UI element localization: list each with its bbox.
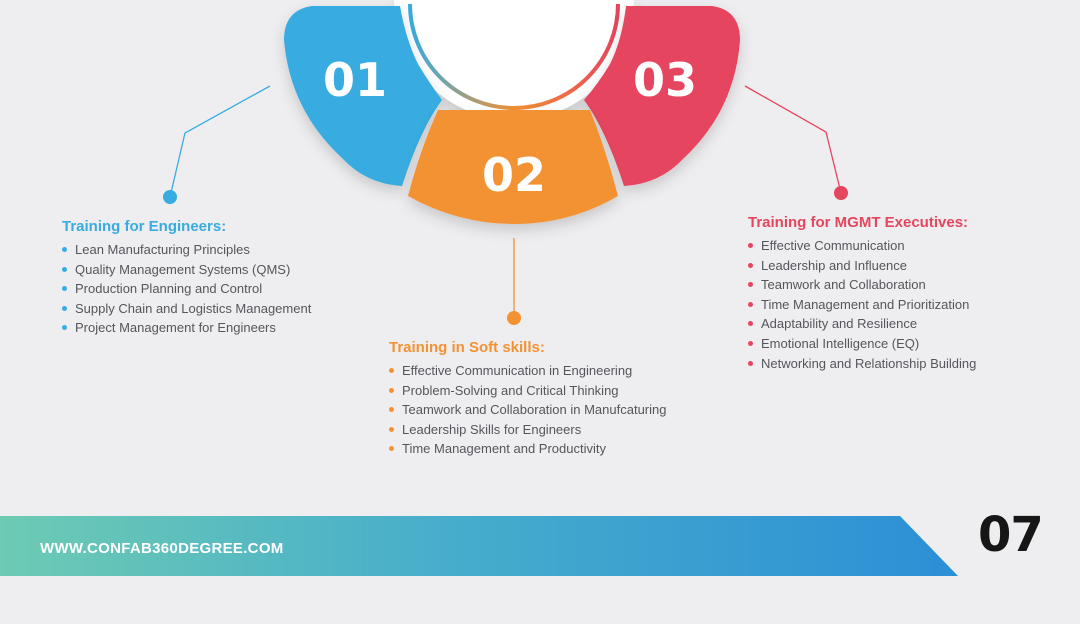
list-item: Production Planning and Control bbox=[62, 279, 311, 299]
section-mgmt-executives-title: Training for MGMT Executives: bbox=[748, 214, 969, 231]
section-engineers-title: Training for Engineers: bbox=[62, 218, 227, 235]
list-item: Networking and Relationship Building bbox=[748, 354, 976, 374]
list-item: Leadership and Influence bbox=[748, 256, 976, 276]
section-soft-skills-list: Effective Communication in Engineering P… bbox=[389, 361, 666, 459]
list-item: Quality Management Systems (QMS) bbox=[62, 260, 311, 280]
list-item: Teamwork and Collaboration in Manufcatur… bbox=[389, 400, 666, 420]
list-item: Effective Communication bbox=[748, 236, 976, 256]
section-mgmt-executives: Training for MGMT Executives: Effective … bbox=[748, 214, 976, 373]
section-engineers: Training for Engineers: Lean Manufacturi… bbox=[62, 218, 311, 338]
footer-band bbox=[0, 516, 958, 576]
connector-dot-03 bbox=[834, 186, 848, 200]
list-item: Lean Manufacturing Principles bbox=[62, 240, 311, 260]
footer-website-url[interactable]: WWW.CONFAB360DEGREE.COM bbox=[40, 540, 284, 557]
segment-01-number: 01 bbox=[323, 53, 387, 107]
connector-dot-01 bbox=[163, 190, 177, 204]
list-item: Time Management and Productivity bbox=[389, 439, 666, 459]
section-soft-skills: Training in Soft skills: Effective Commu… bbox=[389, 339, 666, 459]
page-number: 07 bbox=[978, 507, 1044, 563]
list-item: Supply Chain and Logistics Management bbox=[62, 299, 311, 319]
connector-line-01 bbox=[169, 85, 271, 198]
list-item: Time Management and Prioritization bbox=[748, 295, 976, 315]
section-engineers-list: Lean Manufacturing Principles Quality Ma… bbox=[62, 240, 311, 338]
connector-line-03 bbox=[744, 85, 842, 194]
list-item: Teamwork and Collaboration bbox=[748, 275, 976, 295]
inner-gradient-ring bbox=[408, 3, 620, 110]
segment-01-shape bbox=[284, 6, 442, 186]
section-soft-skills-title: Training in Soft skills: bbox=[389, 339, 545, 356]
list-item: Project Management for Engineers bbox=[62, 318, 311, 338]
list-item: Problem-Solving and Critical Thinking bbox=[389, 381, 666, 401]
list-item: Effective Communication in Engineering bbox=[389, 361, 666, 381]
segment-03-number: 03 bbox=[633, 53, 697, 107]
segment-02-number: 02 bbox=[482, 148, 546, 202]
list-item: Adaptability and Resilience bbox=[748, 314, 976, 334]
segment-02-shape bbox=[408, 110, 618, 224]
section-mgmt-executives-list: Effective Communication Leadership and I… bbox=[748, 236, 976, 373]
list-item: Emotional Intelligence (EQ) bbox=[748, 334, 976, 354]
connector-dot-02 bbox=[507, 311, 521, 325]
list-item: Leadership Skills for Engineers bbox=[389, 420, 666, 440]
segment-03-shape bbox=[584, 6, 740, 186]
